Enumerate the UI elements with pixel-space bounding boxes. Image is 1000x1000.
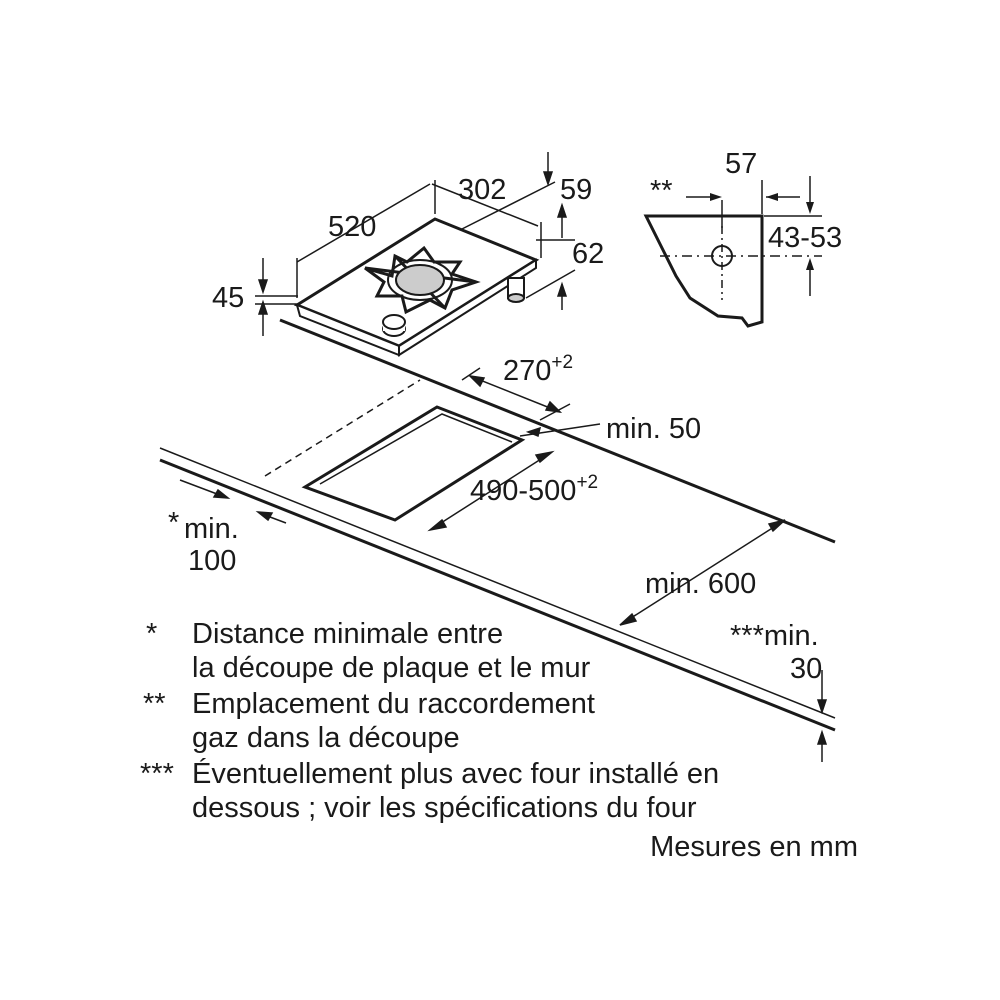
cutout-outline — [301, 405, 526, 522]
dim-hob-width: 302 — [458, 174, 506, 206]
hob-side-edge — [398, 258, 537, 357]
hob-drawing — [293, 217, 540, 357]
note-1-symbol: * — [146, 618, 157, 650]
note-3-line-1: Éventuellement plus avec four installé e… — [192, 757, 719, 790]
control-knob-icon — [382, 314, 406, 337]
dim-hob-depth: 520 — [328, 211, 376, 243]
gas-connector-icon — [507, 277, 525, 303]
gas-connection-mark: ** — [650, 175, 673, 207]
dim-min-counter-depth: min. 600 — [645, 568, 756, 600]
dim-controls-offset: 59 — [560, 174, 592, 206]
dim-cutout-width: 270+2 — [503, 352, 573, 387]
dim-min-side-label: min. — [184, 513, 239, 545]
dim-hob-height: 62 — [572, 238, 604, 270]
note-3-symbol: *** — [140, 758, 174, 790]
dim-min-below-label: ***min. — [730, 620, 819, 652]
gas-connection-detail — [643, 176, 822, 328]
cutout-dimension-lines — [179, 367, 828, 762]
dim-hob-thickness: 45 — [212, 282, 244, 314]
dim-min-back: min. 50 — [606, 413, 701, 445]
notes-legend: * Distance minimale entre la découpe de … — [140, 618, 858, 863]
dim-gas-width: 57 — [725, 148, 757, 180]
dim-min-side-star: * — [168, 507, 179, 539]
dim-min-side-value: 100 — [188, 545, 236, 577]
burner-cap-icon — [395, 264, 445, 296]
note-3-line-2: dessous ; voir les spécifications du fou… — [192, 792, 697, 824]
burner-ring — [387, 259, 453, 301]
countertop-front-edge — [159, 458, 836, 732]
dim-min-below-value: 30 — [790, 653, 822, 685]
note-1-line-2: la découpe de plaque et le mur — [192, 652, 591, 684]
note-1-line-1: Distance minimale entre — [192, 618, 503, 650]
units-note: Mesures en mm — [650, 831, 858, 863]
hob-dimension-lines — [255, 152, 576, 336]
note-2-line-1: Emplacement du raccordement — [192, 688, 595, 720]
dim-cutout-depth: 490-500+2 — [470, 472, 598, 507]
note-2-line-2: gaz dans la découpe — [192, 722, 460, 754]
note-2-symbol: ** — [143, 688, 166, 720]
dim-gas-height: 43-53 — [768, 222, 842, 254]
